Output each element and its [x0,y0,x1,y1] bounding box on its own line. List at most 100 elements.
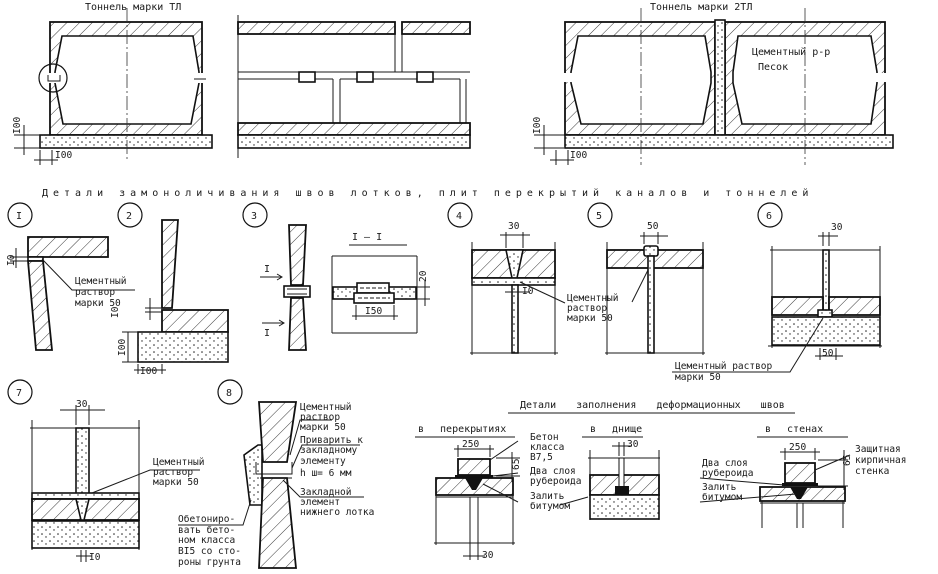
embedded-plate [356,71,374,83]
concrete-label-line: класса [530,442,564,453]
dim-30: 30 [831,222,843,233]
detail-6: 30 50 Цементный раствор марки 50 [672,222,882,383]
cement-label-line: марки 50 [675,372,721,383]
joints-title: Детали замоноличивания швов лотков, плит… [42,187,813,199]
concrete-label-line: вать бето- [178,525,235,536]
roofing-label-line: Два слоя [702,458,748,469]
embed-label-line: Закладной [300,487,351,498]
embed-label-line: элемент [300,497,340,508]
dim-10: I0 [6,254,17,266]
concrete-label-line: В7,5 [530,452,553,463]
detail-number: 4 [456,211,462,222]
subtitle-walls: в стенах [765,424,823,435]
weld-label-line: элементу [300,456,346,467]
dim-150: I50 [365,306,382,317]
concrete-label-line: роны грунта [178,557,241,568]
tunnel-tl-drawing: Тоннель марки ТЛ I00 I00 [12,2,213,165]
cement-label-line: марки 50 [153,477,199,488]
cement-label-line: Цементный раствор [675,361,773,372]
dim-30: 30 [482,550,494,561]
dim-100-horizontal: I00 [55,150,72,161]
detail-number: I [16,211,22,222]
cement-label-line: марки 50 [567,313,613,324]
concrete-label-line: ном класса [178,535,235,546]
section-mark: I [264,264,270,275]
deformation-joints: Детали заполнения деформационных швов в … [415,399,906,561]
cement-label-line: раствор [300,412,340,423]
dim-20: 20 [418,270,429,282]
cement-label-line: Цементный [300,402,351,413]
embedded-plate [416,71,434,83]
cement-label-line: марки 50 [75,298,121,309]
cement-label-line: раствор [153,467,193,478]
detail-8: Цементный раствор марки 50 Приварить к з… [178,401,374,569]
concrete-label-line: Обетониро- [178,514,235,525]
dim-30: 30 [76,399,88,410]
brick-label-line: кирпичная [855,455,906,466]
channel-section-drawing [237,15,471,158]
dim-10: I0 [110,306,121,318]
bitumen-label-line: битумом [702,492,742,503]
section-mark: I [264,328,270,339]
embed-label-line: нижнего лотка [300,507,374,518]
cement-label-line: Цементный [567,293,618,304]
dim-250: 250 [789,442,806,453]
dim-100-vertical: I00 [532,117,543,134]
detail-number: 7 [16,388,22,399]
detail-2: I0 I00 I00 [110,219,229,377]
tunnel-2tl-title: Тоннель марки 2ТЛ [650,2,752,13]
detail-number: 6 [766,211,772,222]
dim-250: 250 [462,439,479,450]
weld-label-line: закладному [300,445,357,456]
bitumen-label-line: Залить [702,482,737,493]
embedded-plate [298,71,316,83]
detail-4: 30 I0 Цементный раствор марки 50 [470,221,618,355]
detail-1: I0 Цементный раствор марки 50 [6,236,135,351]
dim-10: I0 [89,552,101,563]
subtitle-bottom: в днище [590,424,642,435]
section-title: I – I [352,232,382,243]
tunnel-tl-title: Тоннель марки ТЛ [85,2,181,13]
dim-50: 50 [647,221,659,232]
dim-30: 30 [508,221,520,232]
detail-7: 30 I0 Цементный раствор марки 50 [30,399,204,563]
brick-label-line: стенка [855,466,889,477]
roofing-label-line: рубероида [702,468,753,479]
detail-number: 8 [226,388,232,399]
weld-label-line: Приварить к [300,435,363,446]
tunnel-2tl-drawing: Тоннель марки 2ТЛ Цементный р-р Песок I0… [532,2,894,165]
bitumen-label-line: Залить [530,491,565,502]
dim-10: I0 [522,286,534,297]
bitumen-label-line: битумом [530,501,570,512]
concrete-label-line: BI5 со сто- [178,546,241,557]
dim-65: 65 [511,459,522,470]
detail-callout-circle [38,63,68,93]
deformation-title: Детали заполнения деформационных швов [520,399,785,411]
concrete-label-line: Бетон [530,432,559,443]
cement-mortar-label: Цементный р-р [752,46,830,58]
roofing-label-line: Два слоя [530,466,576,477]
dim-65: 65 [842,455,853,466]
cement-label-line: Цементный [75,276,126,287]
cement-label-line: раствор [75,287,115,298]
detail-number: 3 [251,211,257,222]
detail-5: 50 [605,221,705,355]
dim-50: 50 [822,348,834,359]
detail-number: 5 [596,211,602,222]
brick-label-line: Защитная [855,444,901,455]
sand-label: Песок [758,62,788,73]
dim-100: I00 [117,339,128,356]
roofing-label-line: рубероида [530,476,581,487]
dim-100-vertical: I00 [12,117,23,134]
subtitle-floor: в перекрытиях [418,424,506,435]
cement-label-line: марки 50 [300,422,346,433]
detail-3: I I I – I 20 I50 [260,224,430,351]
weld-label-line: h ш= 6 мм [300,468,352,479]
detail-markers: I 2 3 4 5 6 7 8 [7,202,783,405]
detail-number: 2 [126,211,132,222]
dim-30: 30 [627,439,639,450]
cement-label-line: раствор [567,303,607,314]
cement-label-line: Цементный [153,457,204,468]
dim-100: I00 [140,366,157,377]
